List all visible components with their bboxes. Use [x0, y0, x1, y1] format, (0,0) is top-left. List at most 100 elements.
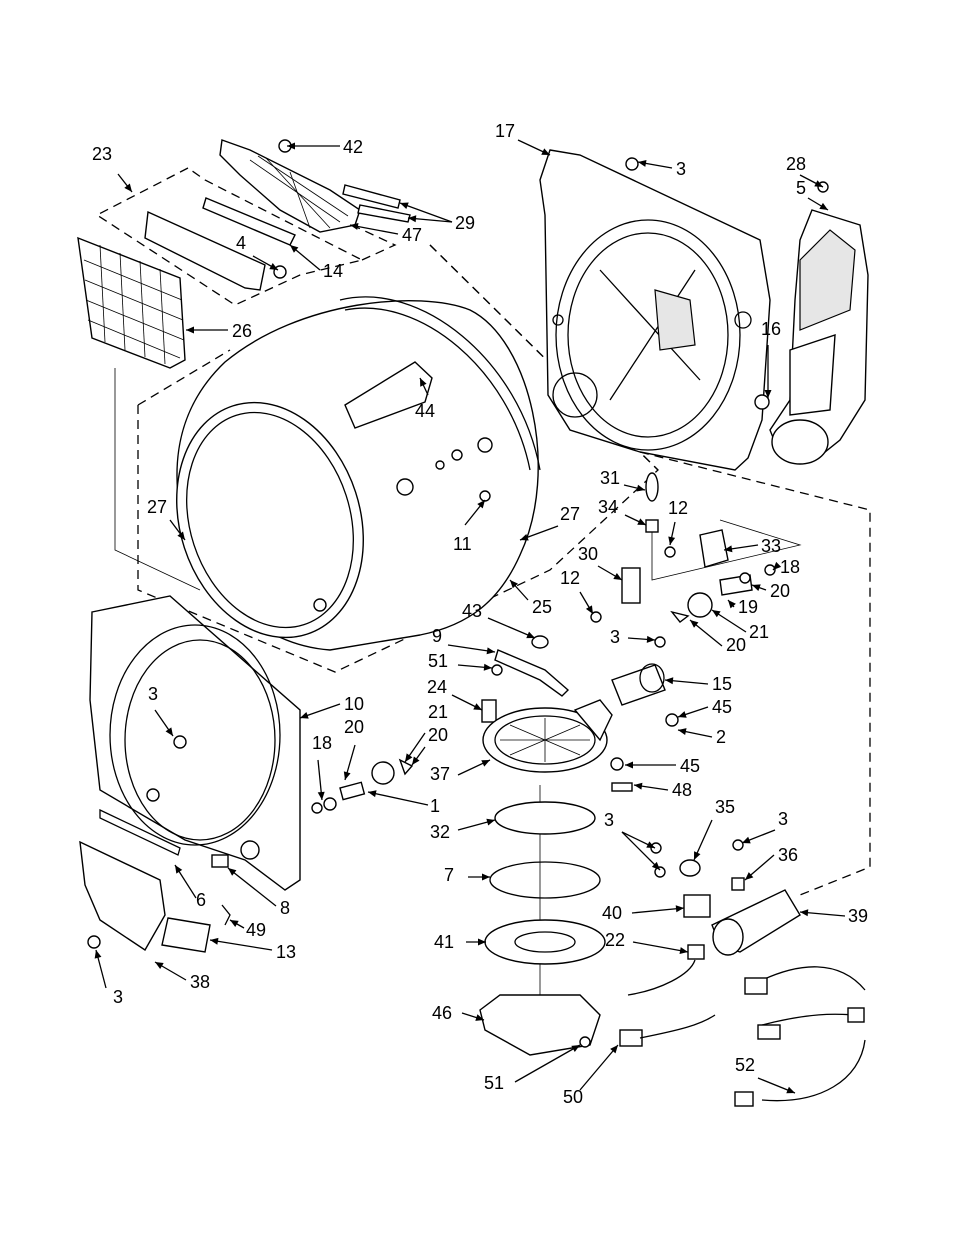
- callout-label-c18a: 18: [780, 557, 800, 577]
- leader-arrowhead-c8: [228, 868, 237, 876]
- callout-label-c45b: 45: [680, 756, 700, 776]
- leader-arrowhead-c52: [786, 1086, 795, 1094]
- callout-label-c41: 41: [434, 932, 454, 952]
- callout-label-c21b: 21: [428, 702, 448, 722]
- exhaust-duct: [754, 209, 869, 465]
- callout-label-c28: 28: [786, 154, 806, 174]
- leader-arrowhead-c21a: [712, 610, 721, 618]
- callout-label-c14: 14: [323, 261, 343, 281]
- leader-arrowhead-c3e: [651, 861, 660, 870]
- blower-assembly: [479, 663, 679, 1056]
- callout-label-c49: 49: [246, 920, 266, 940]
- callout-label-c15: 15: [712, 674, 732, 694]
- leader-line-c3e: [621, 831, 661, 871]
- leader-arrowhead-c44: [420, 378, 427, 387]
- callout-label-c13: 13: [276, 942, 296, 962]
- callout-label-c20d: 20: [344, 717, 364, 737]
- leader-arrowhead-c10: [300, 712, 309, 719]
- callout-label-c20a: 20: [770, 581, 790, 601]
- leader-arrowhead-c3f: [94, 950, 102, 959]
- callout-label-c23: 23: [92, 144, 112, 164]
- callout-label-c11: 11: [453, 534, 472, 554]
- leader-arrowhead-c3a: [638, 159, 647, 167]
- drum-baffle-44: [344, 361, 433, 429]
- leader-arrowhead-c20c: [412, 756, 420, 765]
- leader-arrowhead-c22: [679, 947, 688, 955]
- callout-label-c1: 1: [430, 796, 440, 816]
- callout-label-c17: 17: [495, 121, 515, 141]
- callout-label-c44: 44: [415, 401, 435, 421]
- leader-arrowhead-c25: [510, 580, 518, 589]
- callout-label-c42a: 42: [343, 137, 363, 157]
- callout-label-c12b: 12: [560, 568, 580, 588]
- leader-arrowhead-c27a: [177, 531, 185, 540]
- callout-label-c51a: 51: [428, 651, 448, 671]
- leader-arrowhead-c29: [400, 202, 409, 210]
- leader-arrowhead-c36: [745, 872, 754, 880]
- leader-arrowhead-c16: [764, 390, 772, 398]
- leader-arrowhead-c39: [800, 909, 809, 917]
- drive-parts: [311, 635, 570, 814]
- leader-line-c22: [632, 941, 689, 953]
- leader-arrowhead-c37: [481, 760, 490, 767]
- leader-line-c43: [487, 617, 536, 639]
- callout-label-c52: 52: [735, 1055, 755, 1075]
- leader-arrowhead-c12b: [585, 605, 593, 614]
- leader-arrowhead-c1: [368, 790, 377, 798]
- leader-arrowhead-c3b: [646, 635, 655, 643]
- callout-label-c32: 32: [430, 822, 450, 842]
- callout-label-c20b: 20: [726, 635, 746, 655]
- leader-arrowhead-c40: [675, 905, 684, 913]
- callout-label-c27a: 27: [147, 497, 167, 517]
- leader-arrowhead-c43: [526, 631, 535, 639]
- leader-arrowhead-c49: [230, 920, 239, 928]
- callout-label-c31: 31: [600, 468, 620, 488]
- leader-arrowhead-c14: [290, 245, 299, 253]
- callout-label-c19: 19: [738, 597, 758, 617]
- callout-label-c20c: 20: [428, 725, 448, 745]
- leader-arrowhead-c30: [613, 572, 622, 580]
- lint-screen-mesh: [83, 244, 185, 365]
- callout-label-c39: 39: [848, 906, 868, 926]
- callout-label-c26: 26: [232, 321, 252, 341]
- leader-arrowhead-c7: [482, 873, 490, 881]
- leader-arrowhead-c21b: [405, 753, 413, 762]
- leader-arrowhead-c2: [678, 728, 687, 736]
- leader-arrowhead-c33: [724, 545, 733, 553]
- front-bulkhead: [89, 595, 301, 891]
- callout-label-c22: 22: [605, 930, 625, 950]
- callout-label-c7: 7: [444, 865, 454, 885]
- callout-label-c38: 38: [190, 972, 210, 992]
- callout-label-c45a: 45: [712, 697, 732, 717]
- leader-arrowhead-c6: [175, 865, 183, 874]
- leader-arrowhead-c20a: [752, 584, 761, 591]
- callout-label-c9: 9: [432, 626, 442, 646]
- leader-arrowhead-c19: [728, 600, 736, 609]
- leader-line-c8: [227, 867, 277, 907]
- leader-arrowhead-c9: [486, 647, 495, 655]
- leader-arrowhead-c48: [634, 782, 643, 790]
- leader-line-c1: [367, 791, 429, 806]
- callout-label-c3a: 3: [676, 159, 686, 179]
- callout-label-c4: 4: [236, 233, 246, 253]
- leader-arrowhead-c47: [350, 223, 359, 230]
- callout-label-c12a: 12: [668, 498, 688, 518]
- callout-label-c51b: 51: [484, 1073, 504, 1093]
- callout-label-c48: 48: [672, 780, 692, 800]
- leader-line-c13: [209, 939, 273, 951]
- leader-arrowhead-c28: [814, 180, 823, 187]
- leader-arrowhead-c17: [541, 148, 550, 155]
- leader-arrowhead-c50: [610, 1045, 618, 1054]
- callout-label-c25: 25: [532, 597, 552, 617]
- leader-arrowhead-c45b: [625, 761, 633, 769]
- leader-arrowhead-c5: [819, 202, 828, 210]
- leader-arrowhead-c26: [186, 326, 194, 334]
- leader-arrowhead-c24: [473, 703, 482, 710]
- callout-label-c18b: 18: [312, 733, 332, 753]
- callout-label-c2: 2: [716, 727, 726, 747]
- callout-label-c37: 37: [430, 764, 450, 784]
- callout-label-c3d: 3: [778, 809, 788, 829]
